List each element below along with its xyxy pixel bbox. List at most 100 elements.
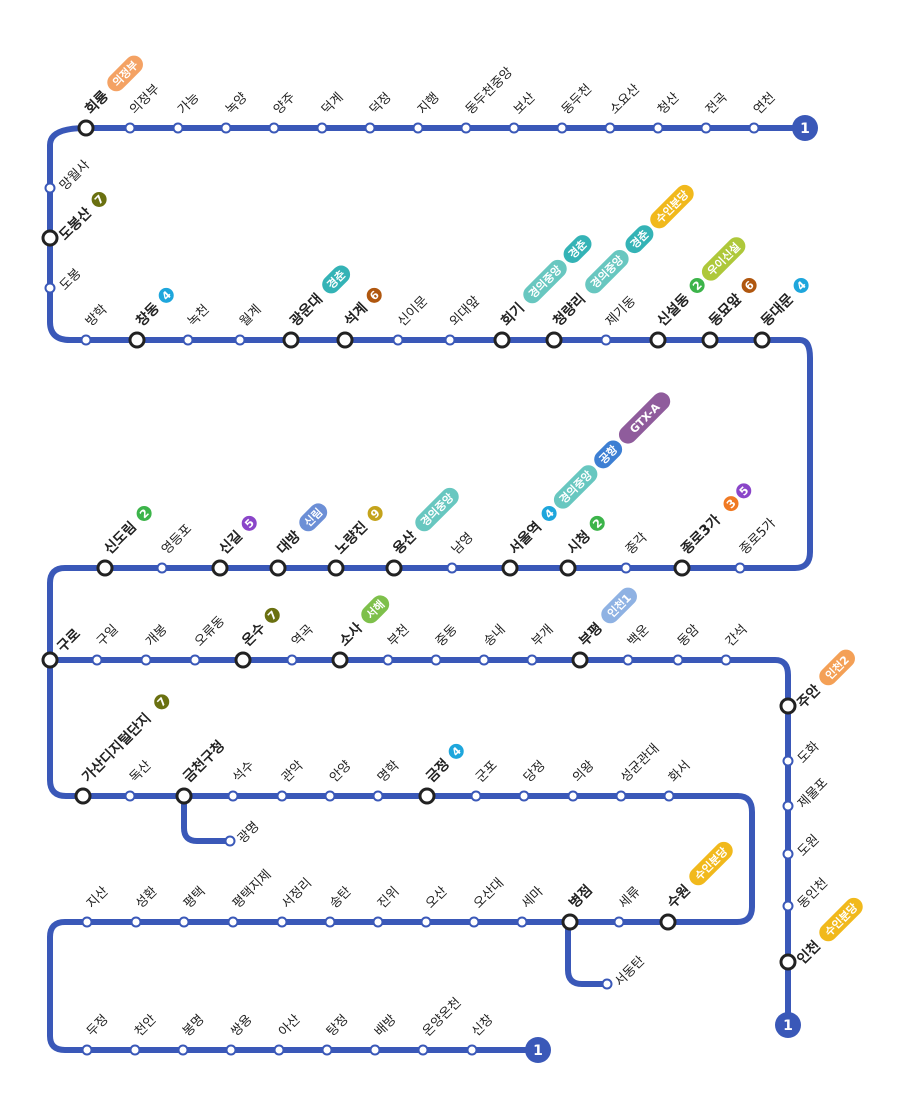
transfer-station-marker[interactable] (41, 229, 59, 247)
station-marker[interactable] (613, 916, 625, 928)
station-marker[interactable] (276, 916, 288, 928)
transfer-station-marker[interactable] (77, 119, 95, 137)
station-marker[interactable] (124, 790, 136, 802)
station-marker[interactable] (156, 562, 168, 574)
station-marker[interactable] (172, 122, 184, 134)
station-marker[interactable] (324, 916, 336, 928)
station-marker[interactable] (273, 1044, 285, 1056)
station-marker[interactable] (224, 835, 236, 847)
station-marker[interactable] (316, 122, 328, 134)
station-marker[interactable] (556, 122, 568, 134)
transfer-station-marker[interactable] (559, 559, 577, 577)
station-marker[interactable] (189, 654, 201, 666)
transfer-station-marker[interactable] (673, 559, 691, 577)
station-marker[interactable] (782, 900, 794, 912)
station-marker[interactable] (91, 654, 103, 666)
station-marker[interactable] (734, 562, 746, 574)
transfer-station-marker[interactable] (74, 787, 92, 805)
transfer-station-marker[interactable] (571, 651, 589, 669)
transfer-station-marker[interactable] (385, 559, 403, 577)
transfer-station-marker[interactable] (234, 651, 252, 669)
station-marker[interactable] (468, 916, 480, 928)
station-marker[interactable] (720, 654, 732, 666)
station-marker[interactable] (652, 122, 664, 134)
transfer-station-marker[interactable] (269, 559, 287, 577)
station-marker[interactable] (80, 334, 92, 346)
station-marker[interactable] (177, 1044, 189, 1056)
transfer-station-marker[interactable] (501, 559, 519, 577)
station-marker[interactable] (130, 916, 142, 928)
station-marker[interactable] (663, 790, 675, 802)
transfer-station-marker[interactable] (175, 787, 193, 805)
station-marker[interactable] (420, 916, 432, 928)
station-marker[interactable] (372, 790, 384, 802)
station-marker[interactable] (508, 122, 520, 134)
station-marker[interactable] (44, 182, 56, 194)
station-marker[interactable] (44, 282, 56, 294)
station-marker[interactable] (220, 122, 232, 134)
transfer-station-marker[interactable] (41, 651, 59, 669)
transfer-station-marker[interactable] (659, 913, 677, 931)
station-marker[interactable] (227, 790, 239, 802)
station-marker[interactable] (124, 122, 136, 134)
transfer-station-marker[interactable] (493, 331, 511, 349)
transfer-station-marker[interactable] (545, 331, 563, 349)
transfer-station-marker[interactable] (327, 559, 345, 577)
station-marker[interactable] (782, 755, 794, 767)
station-marker[interactable] (369, 1044, 381, 1056)
transfer-station-marker[interactable] (331, 651, 349, 669)
transfer-station-marker[interactable] (561, 913, 579, 931)
station-marker[interactable] (782, 800, 794, 812)
transfer-station-marker[interactable] (96, 559, 114, 577)
station-marker[interactable] (81, 1044, 93, 1056)
station-marker[interactable] (382, 654, 394, 666)
station-marker[interactable] (324, 790, 336, 802)
station-marker[interactable] (460, 122, 472, 134)
transfer-station-marker[interactable] (649, 331, 667, 349)
station-marker[interactable] (417, 1044, 429, 1056)
station-marker[interactable] (182, 334, 194, 346)
station-marker[interactable] (372, 916, 384, 928)
station-marker[interactable] (615, 790, 627, 802)
station-marker[interactable] (412, 122, 424, 134)
station-marker[interactable] (700, 122, 712, 134)
station-marker[interactable] (470, 790, 482, 802)
station-marker[interactable] (478, 654, 490, 666)
station-marker[interactable] (392, 334, 404, 346)
transfer-station-marker[interactable] (282, 331, 300, 349)
transfer-station-marker[interactable] (753, 331, 771, 349)
station-marker[interactable] (276, 790, 288, 802)
transfer-station-marker[interactable] (701, 331, 719, 349)
transfer-station-marker[interactable] (779, 697, 797, 715)
station-marker[interactable] (518, 790, 530, 802)
station-marker[interactable] (622, 654, 634, 666)
station-marker[interactable] (225, 1044, 237, 1056)
station-marker[interactable] (321, 1044, 333, 1056)
station-marker[interactable] (748, 122, 760, 134)
station-marker[interactable] (227, 916, 239, 928)
station-marker[interactable] (178, 916, 190, 928)
station-marker[interactable] (430, 654, 442, 666)
station-marker[interactable] (516, 916, 528, 928)
station-marker[interactable] (234, 334, 246, 346)
transfer-station-marker[interactable] (418, 787, 436, 805)
station-marker[interactable] (268, 122, 280, 134)
station-marker[interactable] (567, 790, 579, 802)
station-marker[interactable] (601, 978, 613, 990)
station-marker[interactable] (446, 562, 458, 574)
station-marker[interactable] (129, 1044, 141, 1056)
station-marker[interactable] (81, 916, 93, 928)
station-marker[interactable] (364, 122, 376, 134)
station-marker[interactable] (604, 122, 616, 134)
station-marker[interactable] (286, 654, 298, 666)
station-marker[interactable] (672, 654, 684, 666)
station-marker[interactable] (600, 334, 612, 346)
transfer-station-marker[interactable] (336, 331, 354, 349)
station-marker[interactable] (140, 654, 152, 666)
transfer-station-marker[interactable] (128, 331, 146, 349)
station-marker[interactable] (526, 654, 538, 666)
station-marker[interactable] (782, 848, 794, 860)
station-marker[interactable] (620, 562, 632, 574)
station-marker[interactable] (444, 334, 456, 346)
station-marker[interactable] (466, 1044, 478, 1056)
